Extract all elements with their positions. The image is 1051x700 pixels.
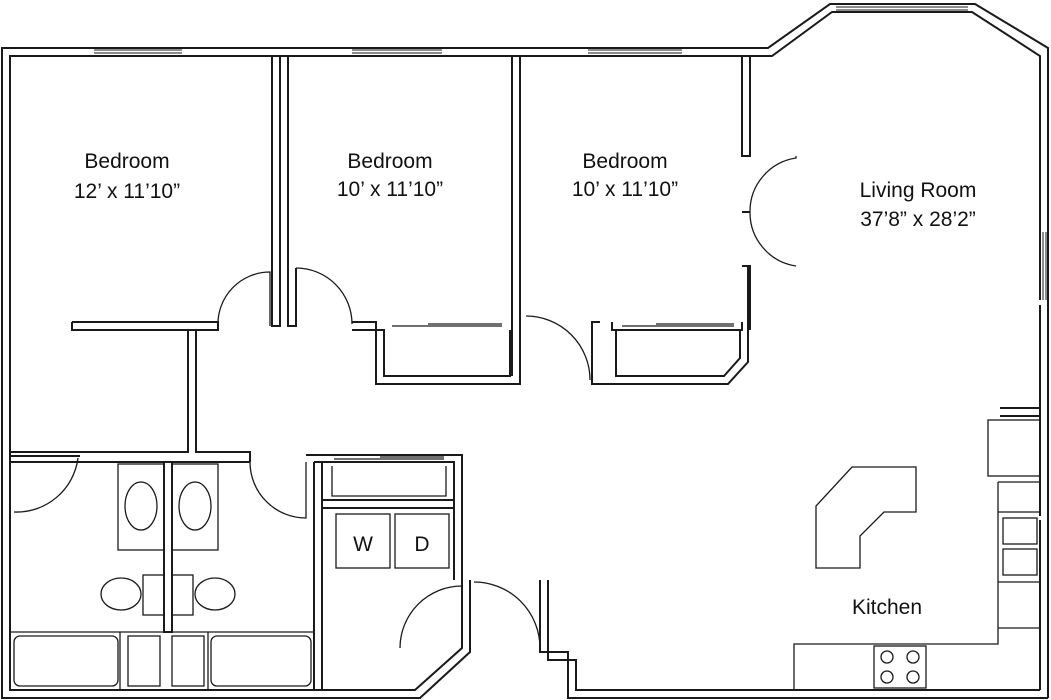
bathroom-fixtures <box>10 463 314 690</box>
exterior-walls <box>1 3 1049 699</box>
kitchen-fixtures <box>793 419 1041 690</box>
door-bedroom-3 <box>525 315 591 381</box>
windows <box>94 6 1047 300</box>
dryer <box>394 513 450 569</box>
bedroom-3-size: 10’ x 11’10” <box>572 178 678 201</box>
bedroom-2-size: 10’ x 11’10” <box>337 178 443 201</box>
door-bath-left <box>13 457 79 513</box>
door-entry-right <box>473 581 541 649</box>
oven-upper <box>1002 517 1038 545</box>
laundry: W D <box>335 513 450 569</box>
dryer-label: D <box>414 533 429 556</box>
bedroom-3-name: Bedroom <box>582 150 667 173</box>
bedroom-2-name: Bedroom <box>347 150 432 173</box>
living-room-name: Living Room <box>860 179 977 202</box>
washer <box>335 513 391 569</box>
door-living-upper <box>749 156 797 213</box>
door-entry-left <box>399 585 463 649</box>
door-bedroom-2 <box>295 267 353 325</box>
room-labels: Bedroom 12’ x 11’10” Bedroom 10’ x 11’10… <box>74 150 976 619</box>
living-room-size: 37’8” x 28’2” <box>860 208 976 231</box>
door-bath-right <box>249 461 307 519</box>
kitchen-name: Kitchen <box>852 596 922 619</box>
door-bedroom-1 <box>217 271 271 327</box>
fridge <box>987 419 1041 477</box>
oven-lower <box>1002 548 1038 576</box>
bedroom-1-size: 12’ x 11’10” <box>74 180 180 203</box>
door-living-lower <box>749 211 797 267</box>
interior-walls <box>10 56 1040 690</box>
bedroom-1-name: Bedroom <box>84 150 169 173</box>
kitchen-island <box>815 466 917 569</box>
doors <box>13 156 797 649</box>
closet-shelves <box>331 323 734 497</box>
washer-label: W <box>353 533 373 556</box>
cooktop <box>873 645 927 689</box>
